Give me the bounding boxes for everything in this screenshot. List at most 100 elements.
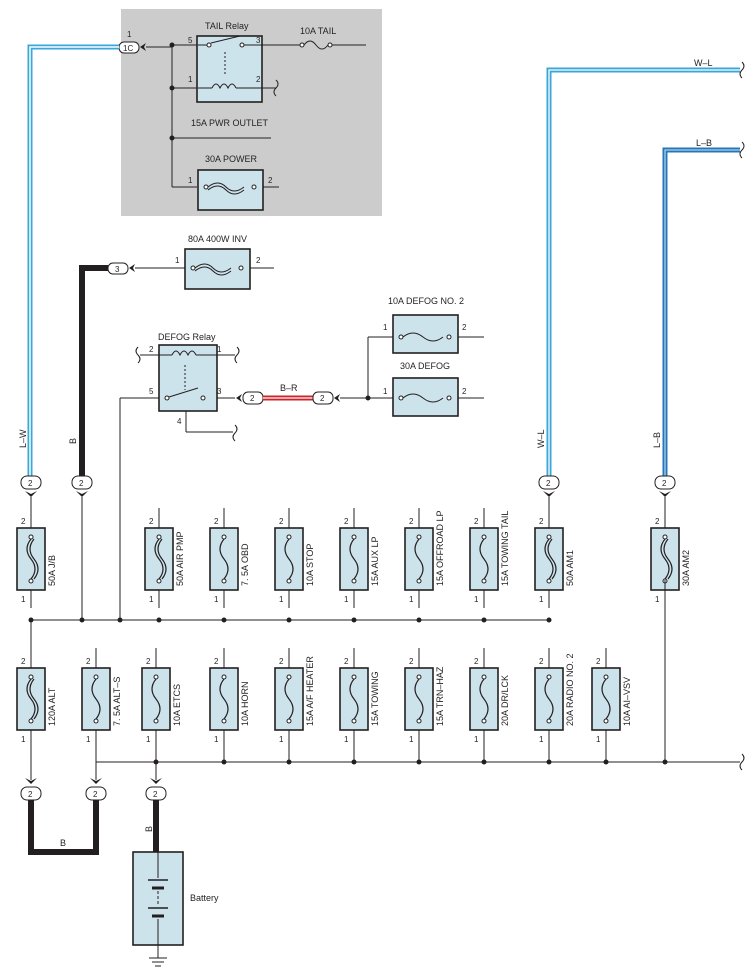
connector-3-label: 3 bbox=[115, 265, 120, 274]
tail-fuse-icon bbox=[299, 40, 366, 50]
bottom-fuse-1: 217. 5A ALT–S bbox=[81, 656, 122, 748]
top-fuse-5-top-pin: 2 bbox=[409, 517, 414, 526]
bottom-fuse-3-icon bbox=[219, 678, 229, 720]
bottom-fuse-6-icon bbox=[414, 678, 424, 720]
battery-icon bbox=[148, 852, 168, 958]
lb-wire bbox=[662, 147, 740, 476]
defog-connector-right-label: 2 bbox=[320, 394, 325, 403]
defog-main-pin-1: 1 bbox=[383, 387, 388, 396]
bottom-fuse-6-label: 15A TRN–HAZ bbox=[435, 666, 445, 726]
b-wire bbox=[79, 265, 108, 476]
bottom-fuse-3-bottom-pin: 1 bbox=[214, 735, 219, 744]
connector-1c-pin: 1 bbox=[127, 30, 132, 39]
top-fuse-7-bottom-pin: 1 bbox=[539, 595, 544, 604]
bottom-fuse-7-top-pin: 2 bbox=[474, 657, 479, 666]
bottom-fuse-0-bottom-pin: 1 bbox=[21, 735, 26, 744]
top-fuse-1-bottom-pin: 1 bbox=[149, 595, 154, 604]
lw-wire-label: L–W bbox=[18, 429, 28, 448]
top-fuse-5-label: 15A OFFROAD LP bbox=[435, 510, 445, 586]
top-fuse-1-label: 50A AIR PMP bbox=[175, 531, 185, 586]
power-fuse-pin-2: 2 bbox=[268, 176, 273, 185]
bottom-fuse-5-label: 15A TOWING bbox=[370, 671, 380, 726]
power-fuse-pin-1: 1 bbox=[188, 176, 193, 185]
top-fuse-4-bottom-pin: 1 bbox=[344, 595, 349, 604]
defog-main-pin-2: 2 bbox=[462, 387, 467, 396]
defog-relay-pin-2: 2 bbox=[149, 345, 154, 354]
alt-ground-wire-label: B bbox=[60, 838, 66, 848]
top-connector-b-pin: 2 bbox=[79, 479, 84, 488]
inverter-pin-1: 1 bbox=[175, 256, 180, 265]
top-fuse-6-icon bbox=[479, 538, 489, 580]
b-wire-label: B bbox=[68, 438, 78, 444]
bottom-fuse-7-bottom-pin: 1 bbox=[474, 735, 479, 744]
bottom-fuse-1-label: 7. 5A ALT–S bbox=[112, 677, 122, 726]
bottom-fuse-5-icon bbox=[349, 678, 359, 720]
top-connector-am2-pin: 2 bbox=[662, 479, 667, 488]
tail-fuse-label: 10A TAIL bbox=[300, 26, 336, 36]
bottom-fuse-2-label: 10A ETCS bbox=[172, 684, 182, 726]
bottom-fuse-9-icon bbox=[601, 678, 611, 720]
top-connector-am1-pin: 2 bbox=[546, 479, 551, 488]
power-fuse-box bbox=[197, 169, 264, 211]
bottom-fuse-6-bottom-pin: 1 bbox=[409, 735, 414, 744]
bottom-fuse-5-top-pin: 2 bbox=[344, 657, 349, 666]
connector-3 bbox=[107, 262, 129, 275]
bottom-fuse-2-top-pin: 2 bbox=[146, 657, 151, 666]
bottom-fuse-9-top-pin: 2 bbox=[596, 657, 601, 666]
defog-relay-title: DEFOG Relay bbox=[158, 332, 216, 342]
lb-wire-label-vertical: L–B bbox=[652, 432, 662, 448]
bottom-fuse-9: 2 1 10A AI–VSV bbox=[591, 656, 632, 748]
top-fuse-8-label: 30A AM2 bbox=[681, 550, 691, 586]
top-fuse-0-bottom-pin: 1 bbox=[21, 595, 26, 604]
tail-relay-pin-2: 2 bbox=[256, 75, 261, 84]
battery-wire-label: B bbox=[144, 826, 154, 832]
bottom-connector-alt-pin: 2 bbox=[28, 790, 33, 799]
bottom-fuse-4-icon bbox=[284, 678, 294, 720]
bottom-fuse-5: 2 1 15A TOWING bbox=[339, 656, 380, 748]
bottom-fuse-0-icon bbox=[26, 678, 39, 720]
top-fuse-0-top-pin: 2 bbox=[21, 517, 26, 526]
wl-wire-label-top: W–L bbox=[694, 58, 713, 68]
bottom-fuse-4-top-pin: 2 bbox=[279, 657, 284, 666]
bottom-fuse-8-bottom-pin: 1 bbox=[539, 735, 544, 744]
top-fuse-3-bottom-pin: 1 bbox=[279, 595, 284, 604]
inverter-fuse-icon bbox=[190, 263, 244, 276]
top-fuse-1-top-pin: 2 bbox=[149, 517, 154, 526]
bottom-fuse-9-label: 10A AI–VSV bbox=[622, 677, 632, 726]
br-wire-label: B–R bbox=[280, 383, 298, 393]
tail-relay-switch-icon bbox=[198, 35, 262, 76]
defog-relay-pin-4: 4 bbox=[177, 417, 182, 426]
ground-icon bbox=[149, 957, 167, 967]
top-connector-am2: 2 bbox=[654, 475, 676, 497]
defog-relay-pin-3: 3 bbox=[217, 387, 222, 396]
lb-wire-label-top: L–B bbox=[696, 138, 712, 148]
bottom-fuse-9-bottom-pin: 1 bbox=[596, 735, 601, 744]
bottom-fuse-2-icon bbox=[151, 678, 161, 720]
defog-main-label: 30A DEFOG bbox=[400, 361, 450, 371]
bottom-fuse-7-icon bbox=[479, 678, 489, 720]
alt-ground-wire bbox=[28, 800, 99, 855]
bottom-fuse-1-icon bbox=[91, 678, 101, 720]
tail-relay-coil-icon bbox=[198, 83, 262, 90]
top-connector-jb: 2 bbox=[20, 475, 42, 497]
top-fuse-7-top-pin: 2 bbox=[539, 517, 544, 526]
defog-no2-label: 10A DEFOG NO. 2 bbox=[388, 296, 464, 306]
bottom-fuse-3-label: 10A HORN bbox=[240, 681, 250, 726]
defog-no2-pin-2: 2 bbox=[462, 323, 467, 332]
top-fuse-4-icon bbox=[349, 538, 359, 580]
bottom-fuse-5-bottom-pin: 1 bbox=[344, 735, 349, 744]
lw-wire bbox=[27, 44, 119, 476]
